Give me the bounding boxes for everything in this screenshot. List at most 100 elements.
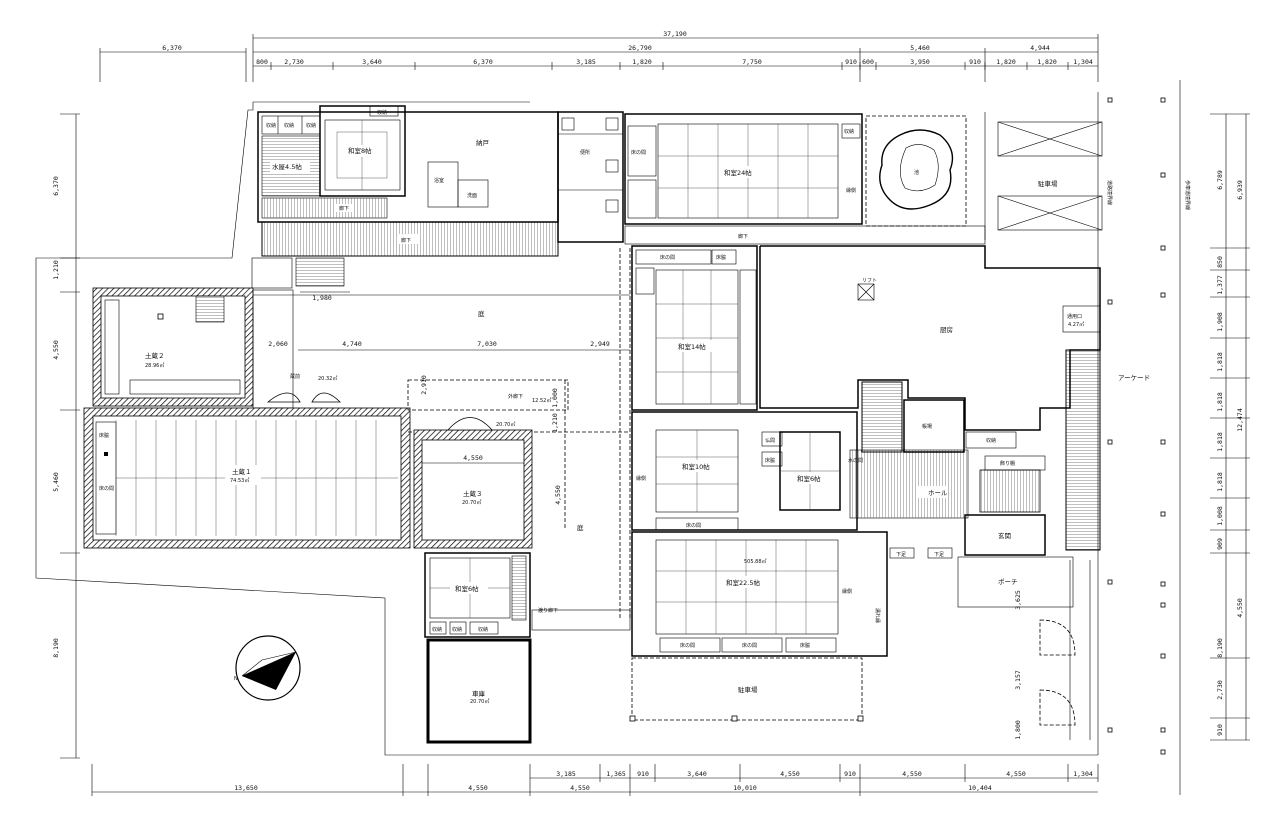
washitsu6-label: 和室6帖 (455, 584, 479, 593)
dim-interior: 1,000 (551, 388, 559, 408)
dozo3-block: 20.70㎡ 4,550 土蔵３ 20.70㎡ 4,550 庭 (413, 417, 584, 549)
yokushitsu-label: 浴室 (434, 177, 444, 184)
engawa-label: 縁側 (846, 187, 856, 194)
dim-interior: 3,157 (1014, 670, 1022, 690)
engawa-label: 縁側 (842, 588, 852, 595)
dim-right: 6,789 (1216, 170, 1224, 190)
compass-icon: N (234, 635, 301, 701)
porch-label: ポーチ (998, 578, 1018, 586)
dim-right: 1,908 (1216, 312, 1224, 332)
hall-label: ホール (928, 489, 948, 497)
dim-top-left: 6,370 (162, 44, 182, 52)
washitsu10-block: 和室10帖 縁側 床の間 仏間 床脇 和室6帖 (631, 411, 858, 531)
dim-top-seg: 1,820 (632, 58, 652, 66)
shako-label: 車庫 (472, 689, 486, 698)
dim-right: 12,474 (1236, 408, 1244, 432)
dozo1-label: 土蔵１ (232, 467, 252, 476)
senmen-label: 洗面 (467, 192, 477, 199)
dim-top-seg: 910 (845, 58, 857, 66)
washitsu6-sw-block: 和室6帖 収納 収納 収納 渡り廊下 (424, 552, 631, 638)
mizuya-label: 水屋4.5帖 (272, 162, 302, 171)
tokonoma-label: 床の間 (680, 642, 695, 649)
dim-top-overall: 37,190 (663, 30, 687, 38)
rouka-label: 廊下 (738, 233, 748, 240)
dim-bottom-total: 10,404 (968, 784, 992, 792)
tokowaki-label: 床脇 (765, 457, 775, 464)
toilet-block: 便所 (557, 111, 624, 243)
dim-top-seg: 1,304 (1073, 58, 1093, 66)
site-boundary-label: 道路境界線 (1106, 180, 1113, 205)
dim-left: 5,460 (52, 472, 60, 492)
washitsu14-label: 和室14帖 (678, 342, 706, 351)
dozo2-block: 土蔵２ 28.96㎡ (92, 287, 254, 407)
dim-interior: 2,910 (420, 375, 428, 395)
dim-top-seg: 7,750 (742, 58, 762, 66)
pond-area: 池 (865, 115, 967, 227)
dim-top-seg: 600 (862, 58, 874, 66)
washitsu24-label: 和室24帖 (724, 168, 752, 177)
dim-bottom-seg: 910 (844, 770, 856, 778)
dim-interior: 3,625 (1014, 590, 1022, 610)
rouka-label: 廊下 (401, 237, 411, 244)
dim-bottom-total: 13,650 (234, 784, 258, 792)
dim-top-mid: 26,790 (628, 44, 652, 52)
dim-interior: 4,740 (342, 340, 362, 348)
dim-right: 1,818 (1216, 432, 1224, 452)
hall-block: 帳場 収納 飾り棚 ホール 水の間 玄関 下足 下足 (848, 349, 1101, 559)
washitsu8-label: 和室8帖 (348, 146, 372, 155)
dim-top-seg: 800 (256, 58, 268, 66)
dim-bottom-total: 10,010 (733, 784, 757, 792)
tsuyoguchi-area: 4.27㎡ (1068, 321, 1084, 328)
tokonoma-label: 床の間 (660, 254, 675, 261)
dim-bottom-seg: 910 (637, 770, 649, 778)
dozo3-small-area: 20.70㎡ (496, 421, 515, 428)
northwest-wing: 収納 収納 収納 収納 水屋4.5帖 和室8帖 納戸 浴室 洗面 廊下 廊下 1… (251, 105, 559, 302)
dim-interior: 1,800 (1014, 720, 1022, 740)
lift-label: リフト (862, 278, 877, 284)
boundary-label: 歩車道境界線 (1184, 180, 1191, 210)
butsuma-label: 仏間 (765, 438, 775, 444)
dozo2-area: 28.96㎡ (145, 362, 164, 369)
porch-block: ポーチ 3,625 3,157 1,800 (957, 556, 1091, 740)
shuno-label: 収納 (844, 128, 854, 135)
dim-bottom-seg: 4,550 (1006, 770, 1026, 778)
dim-left: 6,370 (52, 176, 60, 196)
dim-interior: 4,550 (463, 454, 483, 462)
washitsu24-block: 床の間 和室24帖 収納 縁側 (624, 113, 863, 225)
dim-right: 1,818 (1216, 472, 1224, 492)
parking-bottom: 駐車場 (629, 657, 864, 722)
dim-top-seg: 910 (969, 58, 981, 66)
top-dimensions: 37,190 6,370 26,790 5,460 4,944 800 2,73… (99, 30, 1099, 82)
kuramae-block: 蔵前 20.32㎡ 2,060 4,740 7,030 2,949 庭 (252, 289, 630, 409)
tokowaki-label: 床脇 (800, 642, 810, 649)
shuno-label: 収納 (432, 626, 442, 633)
nando-label: 納戸 (476, 138, 490, 147)
kuramae-area: 20.32㎡ (318, 375, 337, 382)
dim-interior: 2,060 (268, 340, 288, 348)
dim-interior: 2,949 (590, 340, 610, 348)
dim-right: 8,190 (1216, 638, 1224, 658)
dim-top-seg: 1,820 (996, 58, 1016, 66)
dim-interior: 1,210 (551, 413, 559, 433)
kazaridana-label: 飾り棚 (1000, 460, 1015, 467)
shitabako-label: 下足 (896, 552, 906, 558)
dim-interior: 1,980 (312, 294, 332, 302)
dozo2-label: 土蔵２ (145, 351, 165, 360)
dim-right: 909 (1216, 538, 1224, 550)
tokonoma-label: 床の間 (99, 485, 114, 492)
tsuyoguchi-label: 通用口 (1067, 313, 1082, 320)
dim-right: 910 (1216, 724, 1224, 736)
tokonoma-label: 床の間 (742, 642, 757, 649)
gairouka-area: 12.52㎡ (532, 397, 551, 404)
tokonoma-label: 床の間 (631, 149, 646, 156)
engawa-label: 縁側 (636, 475, 646, 482)
shuno-label: 収納 (284, 122, 294, 129)
washitsu225-area: 505.88㎡ (744, 558, 767, 565)
shuno-label: 収納 (478, 626, 488, 633)
dozo3-area: 20.70㎡ (462, 499, 481, 506)
shuno-label: 収納 (986, 437, 996, 444)
dim-top-seg: 3,950 (910, 58, 930, 66)
shuno-label: 収納 (452, 626, 462, 633)
shuno-label: 収納 (266, 122, 276, 129)
